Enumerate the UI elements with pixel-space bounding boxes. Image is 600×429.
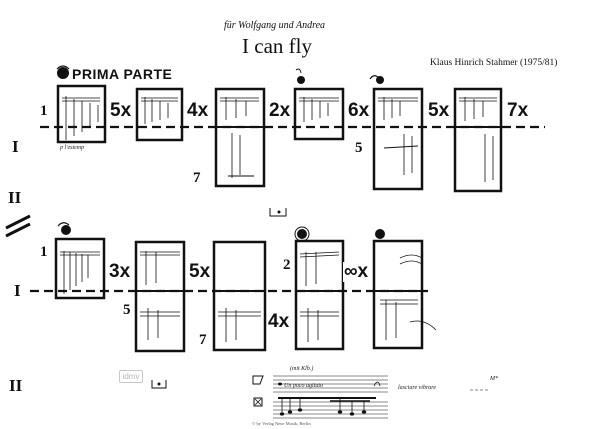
repeat-count: 4x: [267, 311, 291, 332]
repeat-count: 3x: [108, 261, 132, 282]
box-number: 7: [193, 170, 201, 186]
part2-staff: [252, 375, 488, 419]
system-break-mark-icon: [5, 214, 31, 238]
instrument-sign-icon: [151, 380, 167, 389]
dedication: für Wolfgang und Andrea: [224, 20, 326, 31]
mallet-symbol-icon: [294, 226, 310, 242]
box-number: 5: [123, 302, 131, 318]
repeat-count: ∞x: [343, 261, 370, 282]
cell-box-s2-4: [294, 239, 345, 351]
repeat-count: 6x: [347, 100, 371, 121]
mallet-symbol-icon: [369, 75, 384, 84]
repeat-count: 4x: [186, 100, 210, 121]
section-heading: PRIMA PARTE: [72, 66, 173, 82]
performance-instruction: M*: [490, 376, 498, 382]
composer-credit: Klaus Hinrich Stahmer (1975/81): [430, 58, 558, 68]
repeat-count: 5x: [109, 100, 133, 121]
box-number: 7: [199, 332, 207, 348]
mallet-symbol-icon: [375, 229, 385, 239]
note-heads: [278, 382, 367, 416]
performance-instruction: (mit Klb.): [290, 366, 314, 372]
instrument-sign-icon: [269, 208, 287, 217]
cell-box-s2-1: [54, 237, 106, 300]
mallet-symbol-icon: [57, 222, 71, 235]
box-number: 2: [283, 257, 291, 273]
part-label-II: II: [8, 188, 22, 207]
box-number: 5: [355, 140, 363, 156]
cell-box-s1-5: [372, 87, 424, 191]
performance-instruction: Un poco agitato: [284, 383, 323, 389]
box-number: 1: [40, 244, 48, 260]
repeat-count: 2x: [268, 100, 292, 121]
copyright-notice: © by Verlag Neue Musik, Berlin: [252, 421, 311, 426]
cell-box-s2-2: [134, 240, 186, 353]
cell-box-s1-3: [214, 87, 266, 188]
cell-box-s2-5: [372, 239, 437, 350]
prima-parte-symbol-icon: [56, 65, 70, 79]
part-label-I: I: [14, 281, 21, 300]
cell-box-s1-6: [453, 87, 503, 193]
cell-box-s2-3: [212, 240, 267, 352]
cell-box-s1-1: [56, 84, 107, 144]
cell-box-s1-2: [135, 87, 184, 142]
cell-box-s1-4: [293, 87, 345, 141]
dynamic-marking: p l'estemp: [60, 145, 85, 151]
part-label-II: II: [9, 376, 23, 395]
repeat-count: 7x: [506, 100, 530, 121]
repeat-count: 5x: [427, 100, 451, 121]
piece-title: I can fly: [242, 34, 312, 58]
box-number: 1: [40, 103, 48, 119]
mallet-symbol-icon: [295, 68, 305, 84]
part-label-I: I: [12, 137, 19, 156]
publisher-watermark: idmv: [119, 370, 143, 383]
performance-instruction: lasciare vibrare: [398, 385, 437, 391]
repeat-count: 5x: [188, 261, 212, 282]
